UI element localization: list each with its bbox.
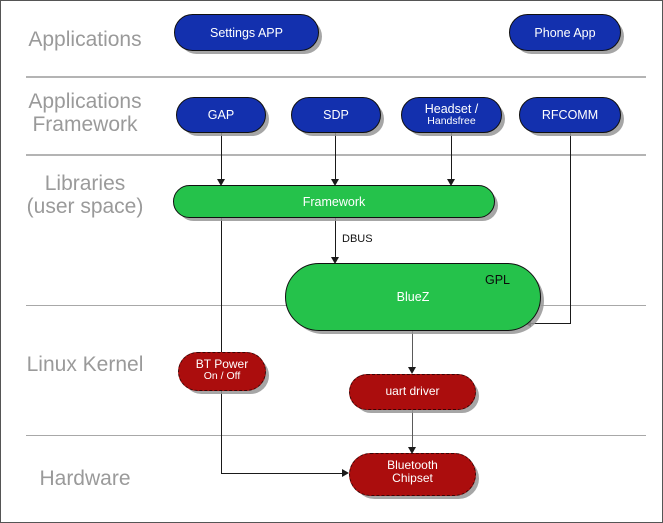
edge-rfcomm-horizontal (529, 323, 571, 324)
node-phone-app[interactable]: Phone App (509, 14, 621, 51)
node-uart-driver[interactable]: uart driver (349, 374, 476, 410)
arrowhead-headset-framework (447, 179, 455, 186)
layer-label-applications-framework: Applications Framework (28, 90, 142, 136)
node-rfcomm[interactable]: RFCOMM (519, 97, 621, 133)
arrowhead-gap-framework (217, 179, 225, 186)
node-headset-handsfree[interactable]: Headset / Handsfree (401, 97, 502, 133)
layer-label-libraries: Libraries (user space) (26, 172, 144, 218)
node-label-phone-app: Phone App (534, 25, 596, 40)
node-settings-app[interactable]: Settings APP (174, 14, 319, 51)
divider-applications (26, 76, 646, 78)
arrowhead-uart-chipset (408, 447, 416, 454)
edge-framework-chipset-vertical (221, 217, 222, 474)
layer-label-hardware: Hardware (39, 467, 131, 490)
edge-gap-to-framework (221, 132, 222, 182)
arrowhead-bluez-uart (408, 367, 416, 374)
arrowhead-sdp-framework (331, 179, 339, 186)
node-bluetooth-chipset[interactable]: Bluetooth Chipset (349, 453, 476, 496)
node-gap[interactable]: GAP (176, 97, 266, 133)
node-label-bluez-license: GPL (485, 273, 511, 287)
node-label-bluez: BlueZ (396, 290, 430, 304)
node-label-headset: Headset / (424, 102, 479, 116)
edge-sdp-to-framework (335, 132, 336, 182)
node-label-bt-power-onoff: On / Off (203, 370, 241, 383)
node-label-settings-app: Settings APP (210, 25, 283, 40)
layer-label-applications: Applications (28, 28, 142, 51)
edge-label-dbus: DBUS (342, 233, 373, 245)
edge-framework-to-bluez (335, 217, 336, 261)
node-bluez[interactable]: BlueZ (285, 263, 541, 331)
node-label-gap: GAP (207, 108, 235, 122)
divider-linux-kernel (26, 435, 646, 436)
node-label-handsfree: Handsfree (427, 115, 476, 127)
node-label-uart-driver: uart driver (385, 384, 440, 399)
node-label-rfcomm: RFCOMM (541, 108, 599, 122)
arrowhead-framework-bluez (331, 257, 339, 264)
layer-label-linux-kernel: Linux Kernel (26, 353, 144, 376)
node-label-framework: Framework (302, 194, 366, 209)
node-bt-power[interactable]: BT Power On / Off (178, 352, 266, 391)
node-label-sdp: SDP (323, 108, 349, 122)
edge-bluez-to-uart (412, 331, 413, 369)
node-framework[interactable]: Framework (173, 185, 495, 218)
edge-uart-to-chipset (412, 410, 413, 450)
edge-framework-chipset-horizontal (221, 473, 345, 474)
edge-headset-to-framework (451, 132, 452, 182)
edge-rfcomm-vertical (570, 132, 571, 324)
node-label-bt-power: BT Power (195, 357, 249, 371)
node-sdp[interactable]: SDP (291, 97, 381, 133)
divider-applications-framework (26, 154, 646, 156)
node-label-bluetooth-chipset: Chipset (392, 471, 433, 486)
node-label-bluetooth: Bluetooth (387, 458, 438, 472)
arrowhead-framework-chipset (342, 469, 349, 477)
